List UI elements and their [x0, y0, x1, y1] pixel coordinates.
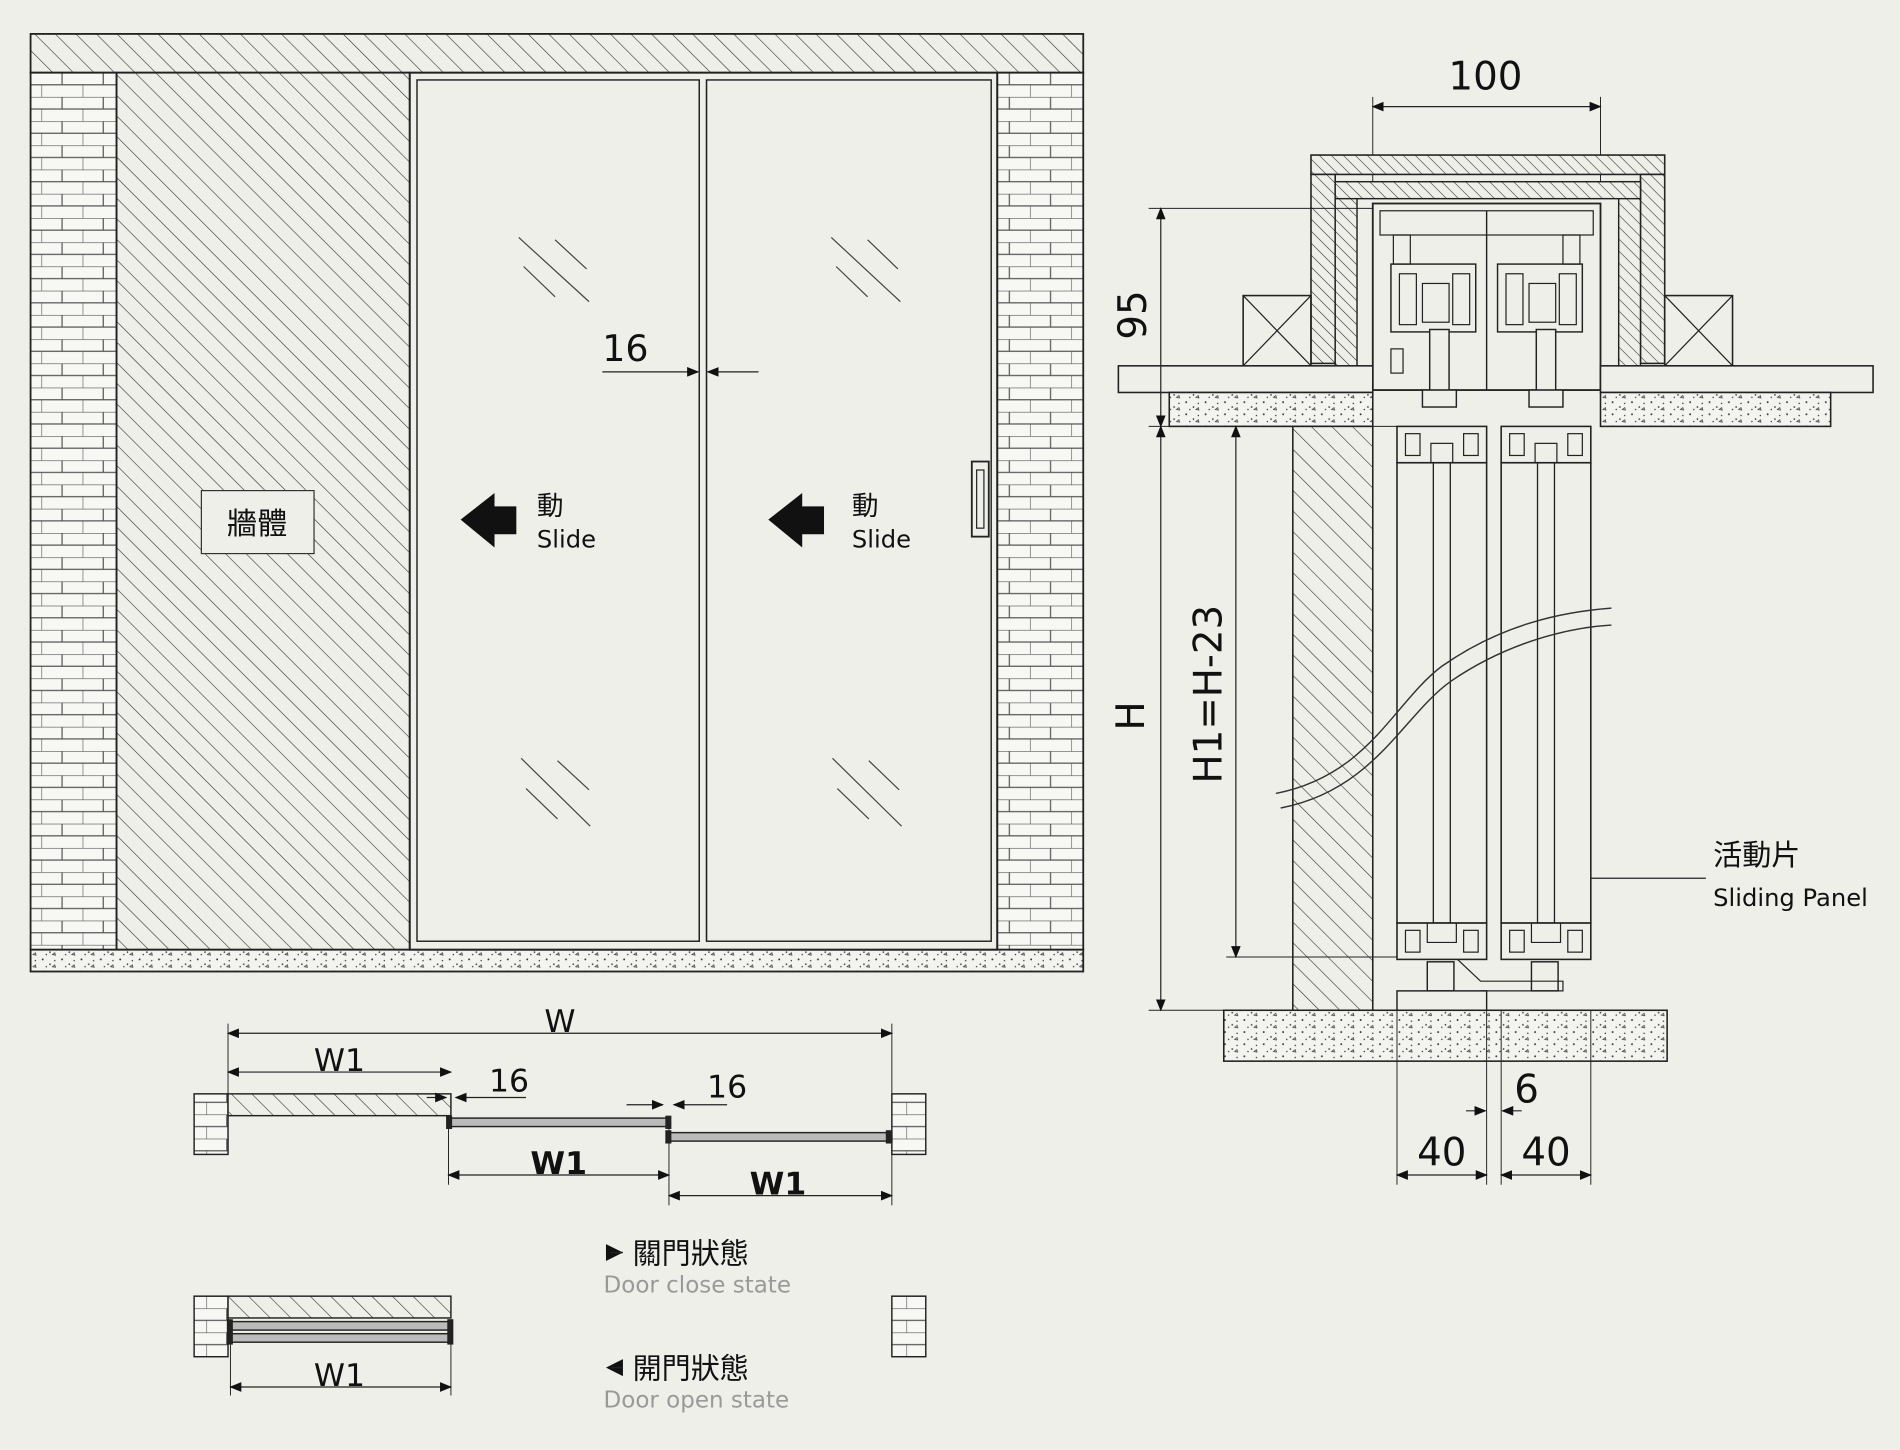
slide-arrow-icon — [768, 493, 825, 548]
plan-panel-stack-2 — [229, 1332, 452, 1343]
panel-left — [1396, 425, 1488, 992]
header-top-board — [1310, 154, 1666, 176]
w1-dim-mid: W1 — [530, 1146, 587, 1182]
blocking-right — [1663, 294, 1734, 367]
ceiling-board-right — [1599, 365, 1874, 394]
plan-panel-2 — [668, 1131, 893, 1142]
sliding-panel-en: Sliding Panel — [1713, 884, 1868, 912]
ceiling-slab-left — [1168, 391, 1374, 428]
plan-brick-left-open — [193, 1295, 229, 1358]
brick-wall-left — [29, 71, 118, 951]
slide-cn-right: 動 — [852, 491, 879, 522]
header-inner-top — [1334, 180, 1642, 200]
door-frame — [408, 71, 999, 951]
open-state-en: Door open state — [604, 1388, 790, 1414]
w1-dim-right: W1 — [750, 1166, 807, 1202]
slide-cn-left: 動 — [537, 491, 564, 522]
plan-open-state: W1 開門狀態 Door open state — [193, 1295, 927, 1414]
slide-en-right: Slide — [852, 526, 911, 554]
slide-en-left: Slide — [537, 526, 596, 554]
panel-right — [1500, 425, 1592, 992]
plan-panel-stack-1 — [229, 1320, 452, 1331]
hanger-bolt-left — [1428, 328, 1450, 391]
plan-close-state: W W1 16 16 W1 W1 關門狀態 Door close — [193, 1004, 927, 1299]
plan-brick-left — [193, 1093, 229, 1156]
total-width-dim: W — [544, 1004, 575, 1040]
door-handle — [970, 460, 990, 538]
wall-label: 牆體 — [227, 507, 288, 542]
header-side-left — [1310, 173, 1337, 365]
header-inner-left — [1334, 180, 1358, 391]
close-state-cn: 關門狀態 — [633, 1236, 749, 1270]
open-state-cn: 開門狀態 — [633, 1352, 749, 1386]
height-dim: H — [1109, 701, 1154, 730]
w1-dim-open: W1 — [314, 1358, 365, 1394]
plan-brick-right-open — [891, 1295, 927, 1358]
wall-label-box — [200, 489, 315, 555]
gap-dim-left: 16 — [489, 1063, 529, 1099]
gap-dim-right: 16 — [707, 1069, 747, 1105]
plan-brick-right — [891, 1093, 927, 1156]
header-side-right — [1639, 173, 1666, 365]
plan-wall-open — [227, 1295, 452, 1319]
break-line — [1280, 624, 1612, 809]
ceiling-slab-right — [1599, 391, 1832, 428]
door-panel-right — [705, 79, 992, 942]
lintel — [29, 33, 1085, 74]
hanger-bolt-right — [1535, 328, 1557, 391]
plan-panel-1 — [447, 1117, 670, 1128]
header-inner-right — [1617, 180, 1642, 391]
panel-width-right-dim: 40 — [1521, 1130, 1570, 1175]
front-elevation: 牆體 動 Slide 動 Slide 16 — [29, 33, 1085, 973]
sliding-panel-cn: 活動片 — [1713, 838, 1800, 872]
plan-wall — [227, 1093, 452, 1117]
glass-reflection — [518, 236, 902, 827]
h1-formula-dim: H1=H-23 — [1186, 605, 1231, 784]
close-state-en: Door close state — [604, 1273, 791, 1299]
floor-slab — [1222, 1009, 1668, 1062]
brick-wall-right — [996, 71, 1085, 951]
side-wall — [1292, 425, 1374, 1012]
break-line — [1275, 607, 1612, 795]
ceiling-board-left — [1117, 365, 1374, 394]
slide-arrow-icon — [460, 493, 517, 548]
section-detail: 100 — [1109, 55, 1874, 1185]
header-height-dim: 95 — [1111, 290, 1156, 339]
floor-strip — [29, 948, 1085, 973]
gap-dim-label: 16 — [602, 327, 648, 370]
w1-dim-top: W1 — [314, 1043, 365, 1079]
door-panel-left — [416, 79, 700, 942]
top-width-dim: 100 — [1448, 55, 1522, 100]
panel-width-left-dim: 40 — [1417, 1130, 1466, 1175]
floor-guide — [1396, 990, 1488, 1012]
bottom-gap-dim: 6 — [1514, 1067, 1539, 1112]
blocking-left — [1242, 294, 1312, 367]
